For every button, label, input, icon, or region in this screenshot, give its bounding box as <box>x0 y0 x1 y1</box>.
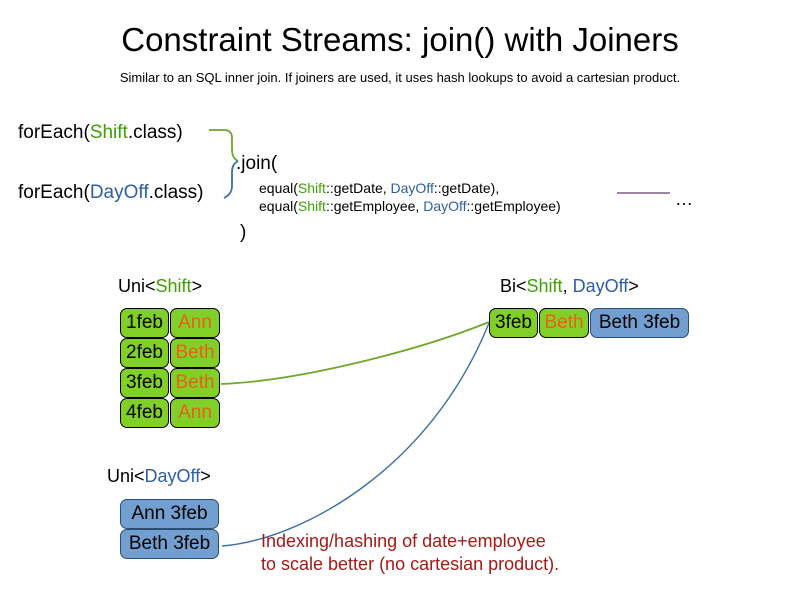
annotation-note: Indexing/hashing of date+employee to sca… <box>261 530 559 576</box>
caption-bi-type-b: DayOff <box>572 276 629 296</box>
code-ellipsis: … <box>675 189 693 209</box>
cell-dayoff-value: Beth 3feb <box>120 529 219 559</box>
cell-shift-date: 1feb <box>120 308 169 338</box>
joiner-0-prefix: equal( <box>259 180 298 196</box>
joiner-0-left-type: Shift <box>297 180 326 196</box>
uni-shift-row[interactable]: 4feb Ann <box>120 398 220 428</box>
uni-shift-row[interactable]: 3feb Beth <box>120 368 220 398</box>
caption-bi-type-a: Shift <box>526 276 563 296</box>
uni-shift-row[interactable]: 2feb Beth <box>120 338 220 368</box>
caption-uni-dayoff: Uni<DayOff> <box>107 465 211 487</box>
caption-uni-dayoff-suffix: > <box>200 466 211 486</box>
cell-shift-employee: Beth <box>170 368 220 398</box>
joiner-0-left-method: ::getDate, <box>325 180 391 196</box>
joiner-0-right-type: DayOff <box>390 180 434 196</box>
caption-uni-shift-type: Shift <box>155 276 192 296</box>
code-joiner-equal-employee: equal(Shift::getEmployee, DayOff::getEmp… <box>259 197 561 215</box>
caption-bi-prefix: Bi< <box>500 276 527 296</box>
connector-shift-to-join <box>209 129 239 162</box>
cell-shift-employee: Beth <box>170 338 220 368</box>
foreach-shift-prefix: forEach( <box>18 122 90 143</box>
joiner-1-left-type: Shift <box>297 198 326 214</box>
connector-shift-row-to-bi <box>220 321 490 385</box>
cell-shift-date: 2feb <box>120 338 169 368</box>
joiner-1-left-method: ::getEmployee, <box>325 198 424 214</box>
joiner-1-right-type: DayOff <box>423 198 467 214</box>
annotation-line-1: Indexing/hashing of date+employee <box>261 531 546 551</box>
uni-dayoff-row[interactable]: Ann 3feb <box>120 499 219 529</box>
caption-uni-shift-prefix: Uni< <box>118 276 156 296</box>
code-joiner-equal-date: equal(Shift::getDate, DayOff::getDate), <box>259 179 499 197</box>
caption-bi-suffix: > <box>628 276 639 296</box>
connector-dayoff-row-to-bi <box>221 322 490 547</box>
page-title: Constraint Streams: join() with Joiners <box>121 21 679 58</box>
code-join-open: .join( <box>236 153 278 174</box>
cell-dayoff-value: Ann 3feb <box>120 499 219 529</box>
caption-uni-shift-suffix: > <box>191 276 203 296</box>
foreach-dayoff-suffix: .class) <box>148 182 204 203</box>
uni-shift-row[interactable]: 1feb Ann <box>120 308 220 338</box>
page-subtitle: Similar to an SQL inner join. If joiners… <box>119 70 681 85</box>
joiner-0-right-method: ::getDate), <box>433 180 500 196</box>
foreach-shift-type: Shift <box>89 122 128 143</box>
caption-bi: Bi<Shift, DayOff> <box>500 275 639 297</box>
uni-dayoff-row[interactable]: Beth 3feb <box>120 529 219 559</box>
caption-uni-dayoff-type: DayOff <box>144 466 201 486</box>
code-foreach-shift: forEach(Shift.class) <box>18 121 183 145</box>
caption-uni-dayoff-prefix: Uni< <box>107 466 145 486</box>
bi-row[interactable]: 3feb Beth Beth 3feb <box>489 308 689 338</box>
cell-shift-date: 4feb <box>120 398 169 428</box>
cell-bi-shift-employee: Beth <box>539 308 589 338</box>
code-foreach-dayoff: forEach(DayOff.class) <box>18 181 204 205</box>
foreach-dayoff-prefix: forEach( <box>18 182 90 203</box>
foreach-shift-suffix: .class) <box>127 122 183 143</box>
cell-shift-employee: Ann <box>170 398 220 428</box>
caption-uni-shift: Uni<Shift> <box>118 275 202 297</box>
joiner-1-right-method: ::getEmployee) <box>466 198 561 214</box>
cell-shift-employee: Ann <box>170 308 220 338</box>
joiner-1-prefix: equal( <box>259 198 298 214</box>
annotation-line-2: to scale better (no cartesian product). <box>261 554 560 574</box>
code-join-close: ) <box>240 222 247 243</box>
foreach-dayoff-type: DayOff <box>89 182 149 203</box>
cell-bi-shift-date: 3feb <box>489 308 538 338</box>
caption-bi-separator: , <box>562 276 573 296</box>
cell-shift-date: 3feb <box>120 368 169 398</box>
cell-bi-dayoff: Beth 3feb <box>590 308 689 338</box>
